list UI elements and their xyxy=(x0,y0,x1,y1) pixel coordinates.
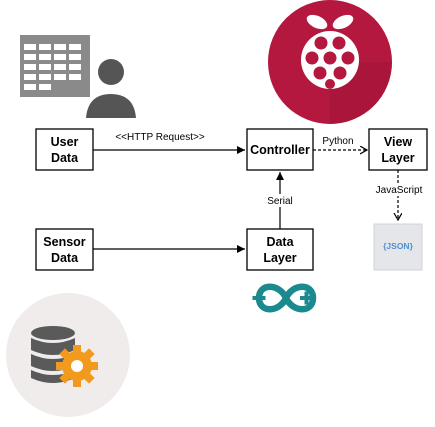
controller-label: Controller xyxy=(250,143,310,157)
gear-icon xyxy=(56,345,98,387)
sensor-data-box: Sensor Data xyxy=(35,228,94,271)
view-layer-label-1: View xyxy=(384,135,413,149)
sensor-data-label-2: Data xyxy=(51,251,79,265)
data-layer-label-2: Layer xyxy=(263,251,296,265)
spreadsheet-user-icon xyxy=(20,35,140,118)
edge-http-request: <<HTTP Request>> xyxy=(93,132,245,154)
data-layer-box: Data Layer xyxy=(246,228,314,271)
json-badge-label: {JSON} xyxy=(383,241,413,251)
javascript-label: JavaScript xyxy=(376,185,423,196)
serial-label: Serial xyxy=(267,196,293,207)
edge-javascript: JavaScript xyxy=(370,170,428,220)
controller-box: Controller xyxy=(246,128,314,171)
data-layer-label-1: Data xyxy=(266,235,294,249)
json-file-icon: {JSON} xyxy=(373,223,423,271)
user-data-label-2: Data xyxy=(51,151,79,165)
raspberry-pi-icon xyxy=(268,0,392,124)
http-request-label: <<HTTP Request>> xyxy=(115,132,204,143)
sensor-data-label-1: Sensor xyxy=(43,235,86,249)
view-layer-box: View Layer xyxy=(368,128,428,171)
view-layer-label-2: Layer xyxy=(381,151,414,165)
edge-python: Python xyxy=(313,136,367,150)
user-data-box: User Data xyxy=(35,128,94,171)
database-gear-icon xyxy=(6,293,130,417)
python-label: Python xyxy=(322,136,353,147)
user-data-label-1: User xyxy=(51,135,79,149)
arduino-icon xyxy=(252,283,317,313)
edge-serial: Serial xyxy=(262,172,298,229)
